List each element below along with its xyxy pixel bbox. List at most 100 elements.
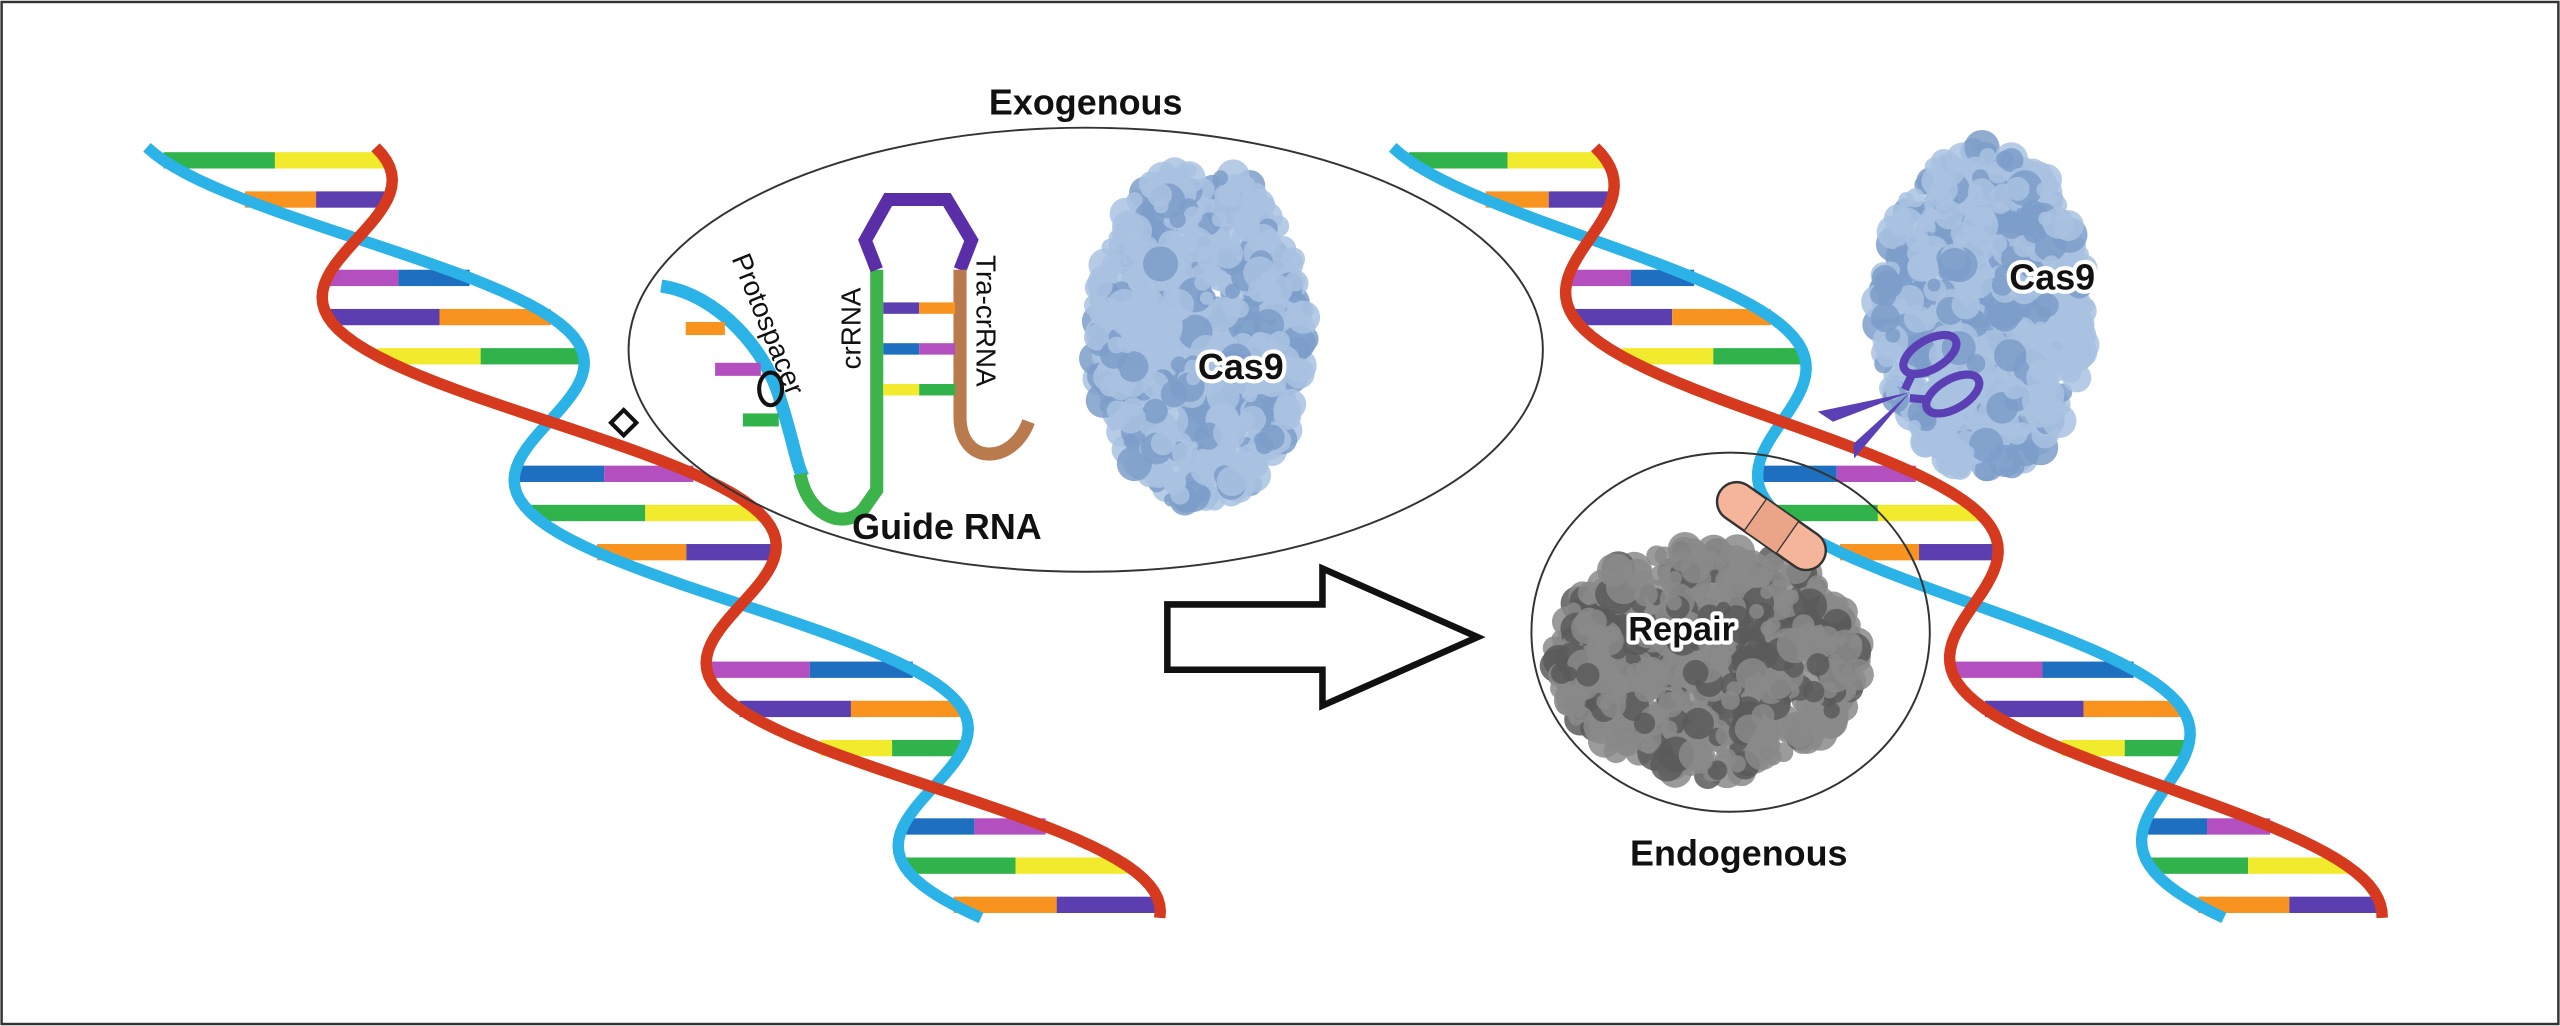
protein-atom [2034, 293, 2059, 318]
base-pair-right-half [480, 348, 584, 365]
protein-atom [1968, 202, 1992, 226]
base-pair-left-half [706, 661, 810, 678]
protein-atom [1231, 300, 1249, 318]
protein-atom [1731, 564, 1753, 586]
rna-base-pair [919, 384, 956, 396]
protein-atom [1153, 198, 1169, 214]
protein-atom [1783, 589, 1799, 605]
protein-atom [1255, 436, 1274, 455]
protein-atom [1993, 339, 2027, 372]
protein-atom [1876, 214, 1911, 250]
protein-atom [1654, 546, 1674, 566]
protein-atom [1665, 621, 1700, 656]
protein-atom [2003, 377, 2026, 400]
protein-atom [1728, 755, 1746, 773]
protein-atom [1749, 603, 1764, 619]
protein-atom [1697, 604, 1722, 629]
base-pair-left-half [2143, 818, 2208, 835]
protein-atom [1682, 707, 1715, 740]
protein-atom [1907, 420, 1921, 434]
diamond-marker [608, 407, 640, 439]
protein-atom [1911, 430, 1939, 458]
protein-atom [1600, 691, 1627, 719]
protein-atom [1990, 301, 2021, 332]
protein-atom [1666, 594, 1682, 611]
protein-atom [1760, 620, 1777, 637]
base-pair-left-half [1622, 348, 1714, 365]
cas9-protein-left [1078, 157, 1321, 516]
protein-atom [1172, 161, 1206, 194]
protein-atom [1197, 197, 1216, 215]
protein-atom [1605, 553, 1633, 581]
protein-atom [1109, 253, 1127, 271]
base-pair-right-half [1713, 348, 1805, 365]
protein-atom [1224, 283, 1240, 299]
protein-atom [1633, 582, 1658, 607]
protein-atom [2052, 348, 2074, 371]
protein-atom [2034, 397, 2063, 426]
rna-base-pair [883, 343, 920, 355]
protein-atom [1184, 359, 1201, 376]
base-pair-left-half [163, 152, 275, 169]
protein-atom [1988, 234, 2008, 254]
protein-atom [1660, 720, 1678, 738]
protein-atom [1156, 333, 1177, 354]
endogenous-label: Endogenous [1630, 833, 1847, 874]
protein-atom [1262, 274, 1293, 305]
base-pair-right-half [892, 739, 964, 757]
protein-atom [1874, 270, 1904, 299]
protein-atom [1194, 274, 1211, 291]
protein-atom [1111, 306, 1142, 337]
protein-atom [1870, 303, 1900, 333]
rna-base-pair [883, 384, 920, 396]
protein-atom [2022, 219, 2047, 244]
protein-atom [2033, 321, 2049, 337]
base-pair-right-half [850, 700, 963, 718]
protein-atom [1697, 623, 1731, 657]
protein-atom [1582, 609, 1607, 634]
protein-atom [1997, 210, 2027, 239]
rna-base-pair [919, 302, 956, 314]
protospacer-base [715, 362, 761, 376]
protein-atom [1165, 230, 1183, 247]
exogenous-label: Exogenous [989, 82, 1183, 123]
base-pair-right-half [645, 504, 760, 522]
base-pair-left-half [1951, 661, 2043, 678]
base-pair-right-half [2083, 700, 2183, 718]
protospacer-strand [660, 279, 810, 481]
protein-atom [1806, 653, 1830, 676]
protein-atom [1739, 552, 1757, 569]
protein-atom [1220, 343, 1253, 376]
protein-atom [1239, 190, 1269, 220]
protein-atom [1641, 738, 1657, 754]
guide-rna-label: Guide RNA [852, 506, 1042, 547]
protein-atom [1921, 166, 1952, 197]
rna-base-pair [919, 343, 956, 355]
protein-atom [1735, 658, 1769, 691]
protein-atom [1828, 629, 1863, 664]
protein-atom [1915, 213, 1935, 233]
bandage-icon [1715, 480, 1828, 572]
base-pair-left-half [1776, 504, 1878, 522]
base-pair-left-half [953, 896, 1057, 913]
protein-atom [1195, 486, 1211, 502]
protein-atom [2043, 255, 2060, 272]
dna-strand-red [316, 143, 1167, 919]
base-pair-left-half [2198, 896, 2290, 913]
cas9-left-label: Cas9 [1198, 346, 1284, 387]
protein-atom [2036, 181, 2053, 198]
protein-atom [1903, 305, 1932, 333]
protein-atom [1682, 659, 1709, 686]
protein-atom [1961, 445, 1975, 459]
base-pair-right-half [2124, 739, 2188, 757]
protein-atom [1802, 680, 1825, 703]
protein-atom [1633, 712, 1656, 734]
base-pair-right-half [1672, 308, 1771, 326]
protein-atom [1126, 191, 1143, 209]
base-pair-right-half [2042, 661, 2134, 678]
protein-atom [1800, 713, 1817, 730]
protein-atom [1087, 273, 1113, 299]
base-pair-right-half [809, 661, 913, 678]
protein-atom [1951, 290, 1981, 320]
